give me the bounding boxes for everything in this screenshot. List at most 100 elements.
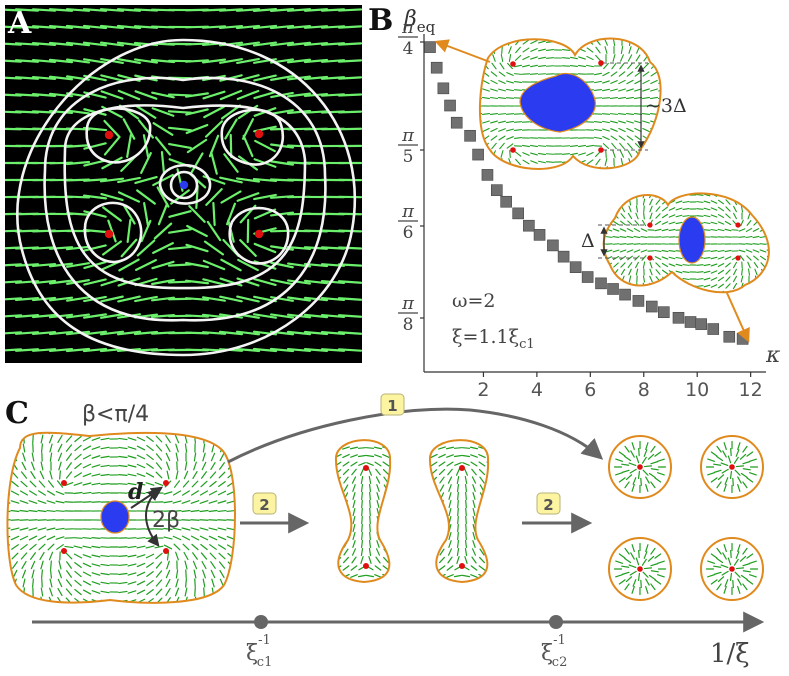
director-segment — [391, 431, 398, 433]
director-segment — [668, 250, 676, 252]
director-segment — [423, 470, 429, 474]
director-segment — [668, 263, 676, 267]
director-segment — [14, 331, 40, 335]
director-segment — [612, 220, 620, 226]
director-segment — [650, 570, 659, 573]
director-segment — [335, 484, 341, 492]
y-tick-label-denominator: 8 — [403, 315, 414, 335]
director-segment — [610, 135, 618, 141]
director-segment — [629, 468, 637, 474]
director-segment — [82, 589, 92, 595]
director-segment — [658, 71, 661, 77]
director-segment — [624, 481, 630, 489]
c-state-initial-boundary — [6, 431, 236, 604]
director-segment — [650, 547, 656, 555]
director-segment — [57, 597, 63, 603]
director-segment — [49, 470, 53, 480]
director-segment — [236, 511, 244, 512]
director-segment — [720, 462, 729, 467]
director-segment — [32, 578, 34, 588]
director-segment — [621, 565, 630, 568]
director-segment — [235, 41, 261, 47]
director-segment — [239, 597, 242, 605]
director-segment — [369, 515, 371, 525]
director-segment — [30, 461, 36, 471]
director-segment — [530, 64, 538, 68]
director-segment — [391, 454, 397, 457]
director-segment — [229, 434, 233, 444]
director-segment — [218, 8, 244, 12]
director-segment — [611, 62, 617, 70]
director-segment — [735, 567, 745, 570]
director-segment — [352, 508, 356, 516]
director-segment — [645, 483, 649, 492]
x-tick-label: 4 — [531, 379, 543, 401]
director-segment — [192, 560, 198, 570]
director-segment — [738, 249, 746, 253]
director-segment — [151, 260, 175, 270]
director-segment — [713, 463, 722, 466]
director-segment — [733, 275, 737, 283]
director-segment — [509, 149, 511, 159]
contour-defect-bottom-right — [228, 206, 290, 265]
director-segment — [719, 186, 724, 189]
director-segment — [620, 268, 626, 276]
director-segment — [586, 167, 594, 169]
director-segment — [146, 453, 154, 461]
director-segment — [375, 548, 381, 556]
director-segment — [270, 160, 294, 166]
director-segment — [238, 588, 241, 595]
director-segment — [482, 127, 490, 133]
director-segment — [252, 8, 278, 12]
director-segment — [737, 483, 741, 492]
director-segment — [46, 535, 56, 541]
director-segment — [48, 330, 74, 336]
director-segment — [703, 291, 711, 293]
director-segment — [287, 279, 311, 285]
director-segment — [717, 576, 725, 583]
director-segment — [759, 243, 767, 245]
director-segment — [237, 482, 244, 486]
director-segment — [136, 189, 156, 205]
director-segment — [100, 483, 110, 485]
director-segment — [286, 109, 312, 115]
director-segment — [618, 120, 626, 124]
director-segment — [168, 142, 192, 150]
director-segment — [376, 484, 380, 492]
director-segment — [337, 59, 362, 63]
director-segment — [252, 347, 278, 353]
director-segment — [456, 475, 460, 485]
director-segment — [219, 462, 225, 470]
director-segment — [479, 548, 485, 556]
director-segment — [545, 57, 555, 59]
director-segment — [73, 472, 83, 478]
director-segment — [82, 482, 92, 486]
data-point — [557, 250, 570, 263]
director-segment — [586, 47, 594, 53]
director-segment — [238, 445, 242, 452]
director-segment — [201, 313, 227, 319]
director-segment — [620, 54, 624, 62]
y-tick-label-numerator: π — [401, 125, 415, 146]
director-segment — [269, 24, 295, 30]
director-segment — [650, 583, 656, 591]
director-segment — [668, 284, 676, 288]
director-segment — [174, 434, 180, 444]
director-segment — [431, 524, 437, 532]
director-segment — [48, 313, 74, 319]
director-segment — [506, 88, 514, 92]
director-segment — [107, 219, 117, 243]
director-segment — [118, 555, 128, 557]
director-segment — [431, 532, 437, 540]
director-segment — [202, 452, 206, 462]
director-segment — [7, 569, 9, 579]
director-segment — [320, 296, 346, 302]
director-segment — [382, 453, 390, 459]
director-segment — [745, 249, 753, 253]
director-segment — [145, 472, 155, 478]
director-segment — [717, 263, 725, 267]
director-segment — [602, 143, 610, 149]
director-segment — [431, 540, 437, 548]
director-segment — [668, 221, 676, 225]
